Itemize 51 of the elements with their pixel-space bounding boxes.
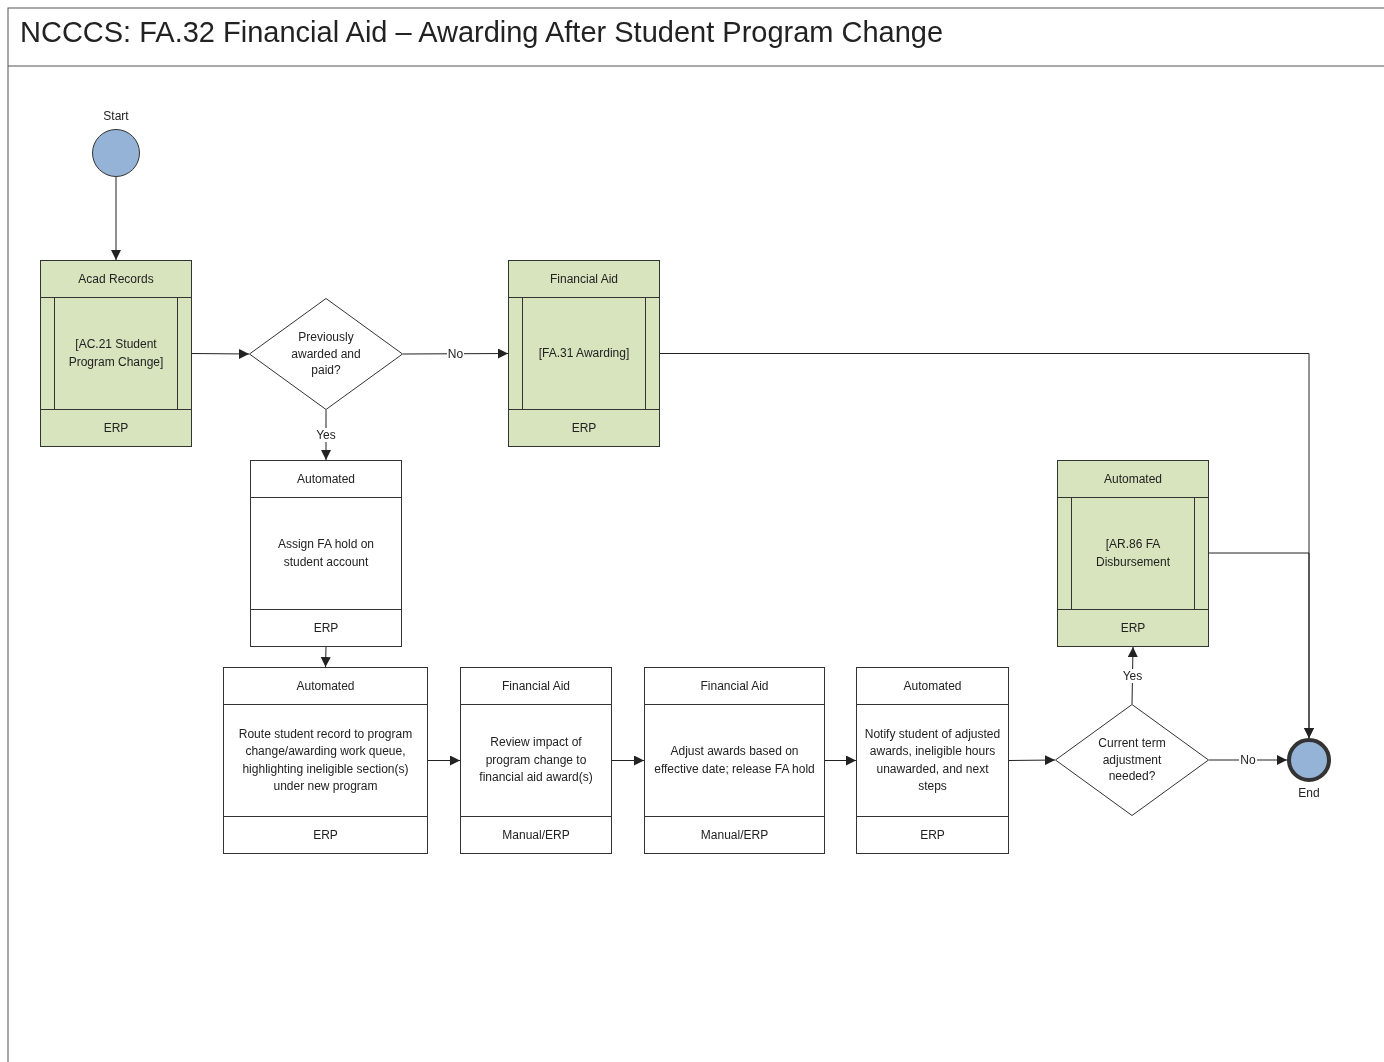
arrow [1208,552,1314,739]
diagram-title: NCCCS: FA.32 Financial Aid – Awarding After Student Program Change [20,16,944,49]
decision-question: Previously awarded and paid? [290,328,362,380]
lane-role: Acad Records [78,272,154,286]
edge-label: Yes [1121,668,1144,683]
task-box [250,460,402,647]
task-description: [AC.21 Student Program Change] [67,336,165,371]
subprocess-box [1057,460,1209,647]
task-box [460,667,612,854]
event-label: Start [103,109,129,123]
system-name: Manual/ERP [502,828,570,842]
arrow [321,409,331,461]
system-name: ERP [571,421,597,435]
system-name: ERP [313,828,338,842]
lane-role: Automated [903,679,962,693]
subprocess-box [40,260,192,447]
task-description: Notify student of adjusted awards, ineligible hours unawarded, and next steps [863,725,1002,795]
task-description: Route student record to program change/awarding work queue, highlighting ineligible section(s) under new program [237,725,414,795]
task-box [223,667,428,854]
task-description: [FA.31 Awarding] [538,344,630,362]
task-description: Adjust awards based on effective date; release FA hold [653,743,816,778]
system-name: Manual/ERP [700,828,769,842]
arrow [427,755,461,766]
system-name: ERP [313,621,339,635]
lane-role: Financial Aid [501,679,570,693]
system-name: ERP [1120,621,1146,635]
lane-role: Financial Aid [700,679,769,693]
lane-role: Financial Aid [549,272,618,286]
task-box [644,667,825,854]
task-description: [AR.86 FA Disbursement [1095,536,1171,571]
decision-question: Current term adjustment needed? [1097,734,1167,786]
edge-label: No [1239,753,1257,767]
task-description: Review impact of program change to financial aid award(s) [478,734,594,787]
subprocess-box [508,260,660,447]
task-description: Assign FA hold on student account [276,536,376,571]
system-name: ERP [920,828,945,842]
system-name: ERP [103,421,129,435]
arrow [320,646,331,668]
arrow [1008,755,1056,766]
arrow [1127,646,1138,705]
edge-label: No [446,346,465,361]
lane-role: Automated [296,679,355,693]
arrow [824,755,857,766]
lane-role: Automated [1103,472,1162,486]
arrow [111,176,121,261]
lane-role: Automated [296,472,355,486]
task-box [856,667,1009,854]
arrow [611,755,645,766]
arrow [191,348,250,359]
event-label: End [1298,786,1320,800]
edge-label: Yes [315,428,337,442]
